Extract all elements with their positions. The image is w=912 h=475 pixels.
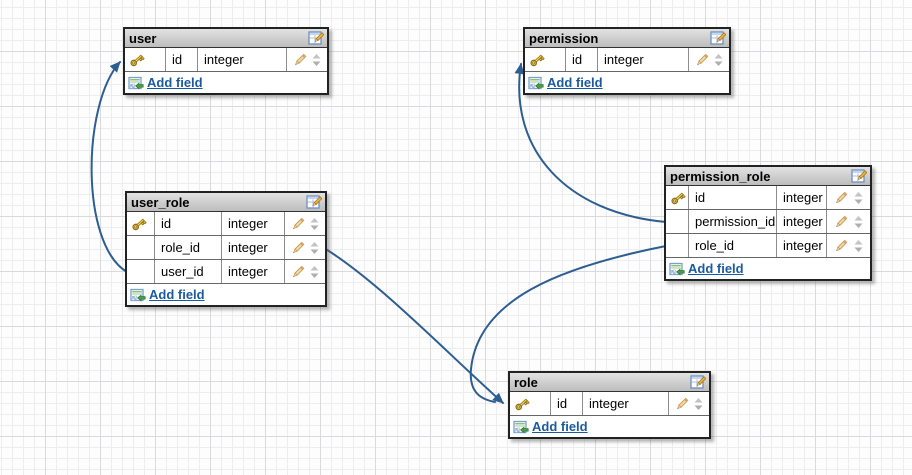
relation-permission_role-permission[interactable]: [514, 63, 667, 223]
table-title: user: [129, 30, 157, 46]
sort-arrows-icon[interactable]: [693, 396, 704, 412]
relation-user_role-user[interactable]: [90, 61, 128, 273]
pencil-icon[interactable]: [290, 240, 306, 256]
field-type: integer: [222, 236, 285, 259]
table-title: role: [514, 374, 538, 390]
sort-arrows-icon[interactable]: [853, 214, 864, 230]
table-permission_role-header[interactable]: permission_role: [666, 167, 870, 186]
field-type: integer: [198, 48, 287, 71]
field-row-id[interactable]: id integer: [666, 186, 870, 210]
table-user_role[interactable]: user_role id integer role_id integer use…: [125, 191, 327, 307]
add-field-link[interactable]: Add field: [547, 75, 603, 90]
table-user[interactable]: user id integer Add field: [123, 27, 329, 95]
field-name: permission_id: [689, 210, 777, 233]
add-field-icon[interactable]: [513, 419, 529, 435]
table-permission[interactable]: permission id integer Add field: [523, 27, 731, 95]
sort-arrows-icon[interactable]: [309, 264, 320, 280]
edit-table-icon[interactable]: [710, 30, 726, 46]
field-name: id: [551, 392, 583, 415]
table-title: permission_role: [670, 168, 771, 184]
field-row-id[interactable]: id integer: [525, 48, 729, 72]
add-field-link[interactable]: Add field: [149, 287, 205, 302]
add-field-row[interactable]: Add field: [127, 284, 325, 305]
field-row-user_id[interactable]: user_id integer: [127, 260, 325, 284]
field-type: integer: [222, 212, 285, 235]
table-title: user_role: [131, 194, 190, 210]
relation-user_role-role[interactable]: [323, 247, 504, 404]
field-name: role_id: [689, 234, 777, 257]
add-field-icon[interactable]: [130, 287, 146, 303]
add-field-icon[interactable]: [669, 261, 685, 277]
field-row-id[interactable]: id integer: [127, 212, 325, 236]
field-row-role_id[interactable]: role_id integer: [127, 236, 325, 260]
pencil-icon[interactable]: [290, 264, 306, 280]
relation-permission_role-role[interactable]: [469, 245, 667, 403]
primary-key-icon: [127, 212, 155, 235]
field-name: id: [166, 48, 198, 71]
pencil-icon[interactable]: [833, 190, 849, 206]
field-type: integer: [777, 186, 827, 209]
field-type: integer: [777, 234, 827, 257]
pencil-icon[interactable]: [833, 238, 849, 254]
primary-key-icon: [525, 48, 566, 71]
field-name: user_id: [155, 260, 222, 283]
pencil-icon[interactable]: [833, 214, 849, 230]
field-name: role_id: [155, 236, 222, 259]
edit-table-icon[interactable]: [306, 194, 322, 210]
key-cell-empty: [666, 210, 689, 233]
primary-key-icon: [510, 392, 551, 415]
add-field-row[interactable]: Add field: [125, 72, 327, 93]
key-cell-empty: [127, 236, 155, 259]
add-field-link[interactable]: Add field: [147, 75, 203, 90]
edit-table-icon[interactable]: [308, 30, 324, 46]
sort-arrows-icon[interactable]: [853, 238, 864, 254]
field-row-permission_id[interactable]: permission_id integer: [666, 210, 870, 234]
pencil-icon[interactable]: [290, 216, 306, 232]
add-field-icon[interactable]: [528, 75, 544, 91]
primary-key-icon: [125, 48, 166, 71]
pencil-icon[interactable]: [292, 52, 308, 68]
field-row-id[interactable]: id integer: [510, 392, 709, 416]
edit-table-icon[interactable]: [851, 168, 867, 184]
add-field-row[interactable]: Add field: [525, 72, 729, 93]
pencil-icon[interactable]: [674, 396, 690, 412]
add-field-icon[interactable]: [128, 75, 144, 91]
sort-arrows-icon[interactable]: [309, 216, 320, 232]
field-type: integer: [598, 48, 689, 71]
table-permission_role[interactable]: permission_role id integer permission_id…: [664, 165, 872, 281]
sort-arrows-icon[interactable]: [713, 52, 724, 68]
primary-key-icon: [666, 186, 689, 209]
field-type: integer: [583, 392, 669, 415]
add-field-row[interactable]: Add field: [510, 416, 709, 437]
table-user-header[interactable]: user: [125, 29, 327, 48]
edit-table-icon[interactable]: [690, 374, 706, 390]
add-field-link[interactable]: Add field: [688, 261, 744, 276]
field-type: integer: [222, 260, 285, 283]
table-role-header[interactable]: role: [510, 373, 709, 392]
key-cell-empty: [666, 234, 689, 257]
field-name: id: [566, 48, 598, 71]
field-name: id: [155, 212, 222, 235]
add-field-row[interactable]: Add field: [666, 258, 870, 279]
field-name: id: [689, 186, 777, 209]
field-row-id[interactable]: id integer: [125, 48, 327, 72]
sort-arrows-icon[interactable]: [311, 52, 322, 68]
table-permission-header[interactable]: permission: [525, 29, 729, 48]
add-field-link[interactable]: Add field: [532, 419, 588, 434]
key-cell-empty: [127, 260, 155, 283]
table-user_role-header[interactable]: user_role: [127, 193, 325, 212]
table-role[interactable]: role id integer Add field: [508, 371, 711, 439]
field-type: integer: [777, 210, 827, 233]
table-title: permission: [529, 30, 599, 46]
field-row-role_id[interactable]: role_id integer: [666, 234, 870, 258]
sort-arrows-icon[interactable]: [853, 190, 864, 206]
pencil-icon[interactable]: [694, 52, 710, 68]
sort-arrows-icon[interactable]: [309, 240, 320, 256]
